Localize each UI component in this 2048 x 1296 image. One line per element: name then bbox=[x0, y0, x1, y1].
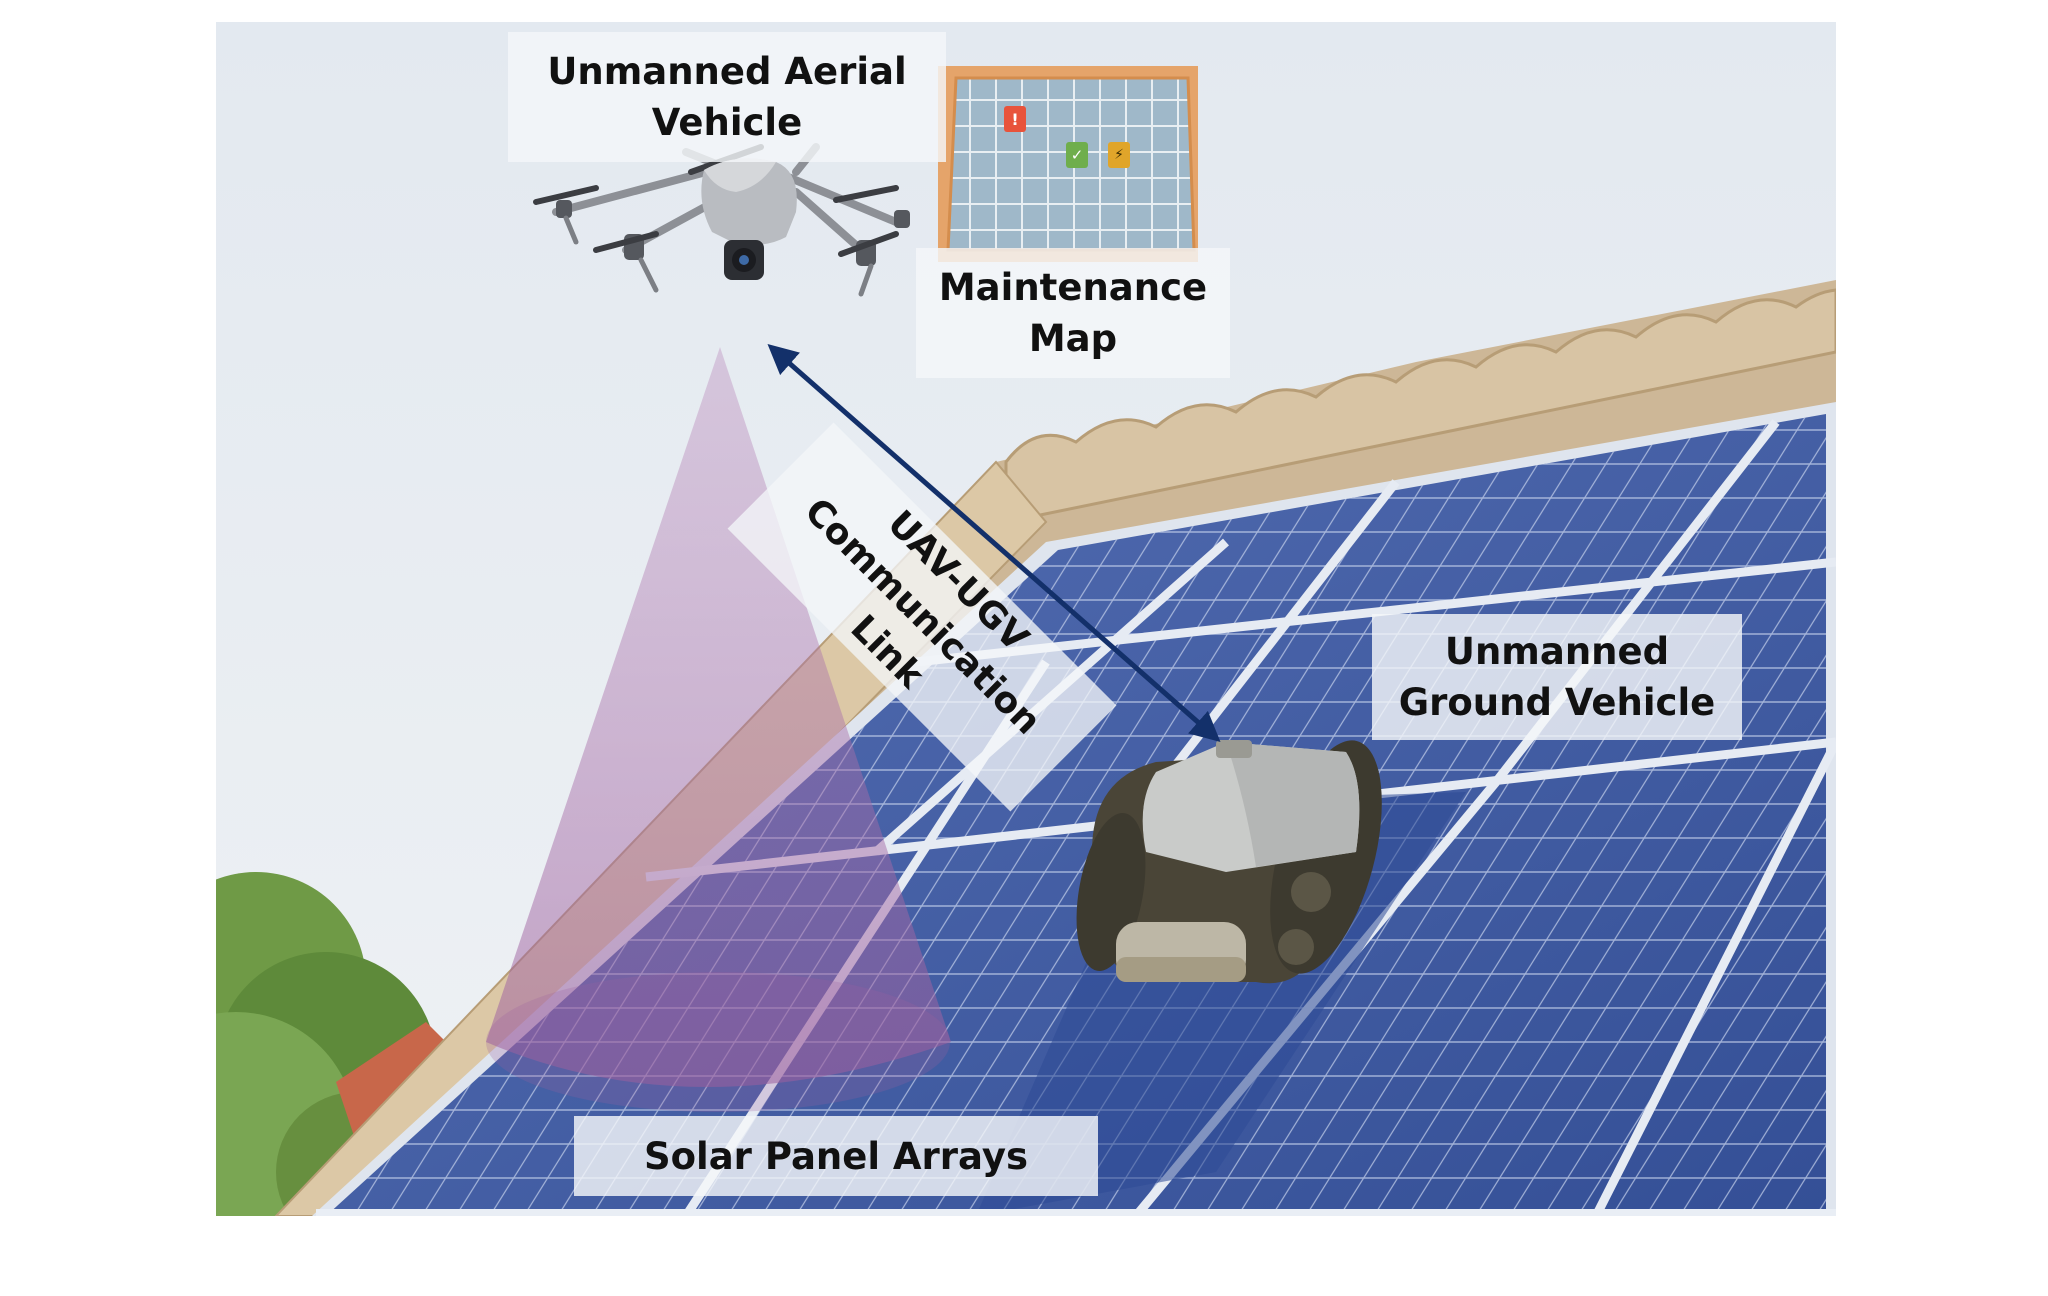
map-marker-lightning: ⚡ bbox=[1108, 142, 1130, 168]
sensor-cone bbox=[486, 347, 951, 1112]
map-marker-alert: ! bbox=[1004, 106, 1026, 132]
check-icon: ✓ bbox=[1070, 146, 1084, 164]
ugv-robot bbox=[1076, 740, 1382, 984]
ugv-label-line1: Unmanned bbox=[1444, 630, 1670, 673]
solar-label-text: Solar Panel Arrays bbox=[643, 1134, 1029, 1178]
uav-drone bbox=[533, 143, 910, 297]
map-marker-check: ✓ bbox=[1066, 142, 1088, 168]
uav-label: Unmanned Aerial Vehicle bbox=[508, 32, 946, 162]
solar-panel-label: Solar Panel Arrays bbox=[574, 1116, 1098, 1196]
ugv-label: Unmanned Ground Vehicle bbox=[1372, 614, 1742, 740]
map-label-line2: Map bbox=[1028, 317, 1118, 360]
lightning-icon: ⚡ bbox=[1114, 147, 1124, 163]
alert-icon: ! bbox=[1011, 109, 1019, 129]
ugv-label-line2: Ground Vehicle bbox=[1398, 681, 1716, 724]
maintenance-map-label: Maintenance Map bbox=[916, 248, 1230, 378]
map-label-line1: Maintenance bbox=[938, 266, 1208, 309]
uav-label-line2: Vehicle bbox=[651, 101, 803, 144]
uav-label-line1: Unmanned Aerial bbox=[547, 50, 907, 93]
communication-link-arrow bbox=[767, 344, 1221, 742]
